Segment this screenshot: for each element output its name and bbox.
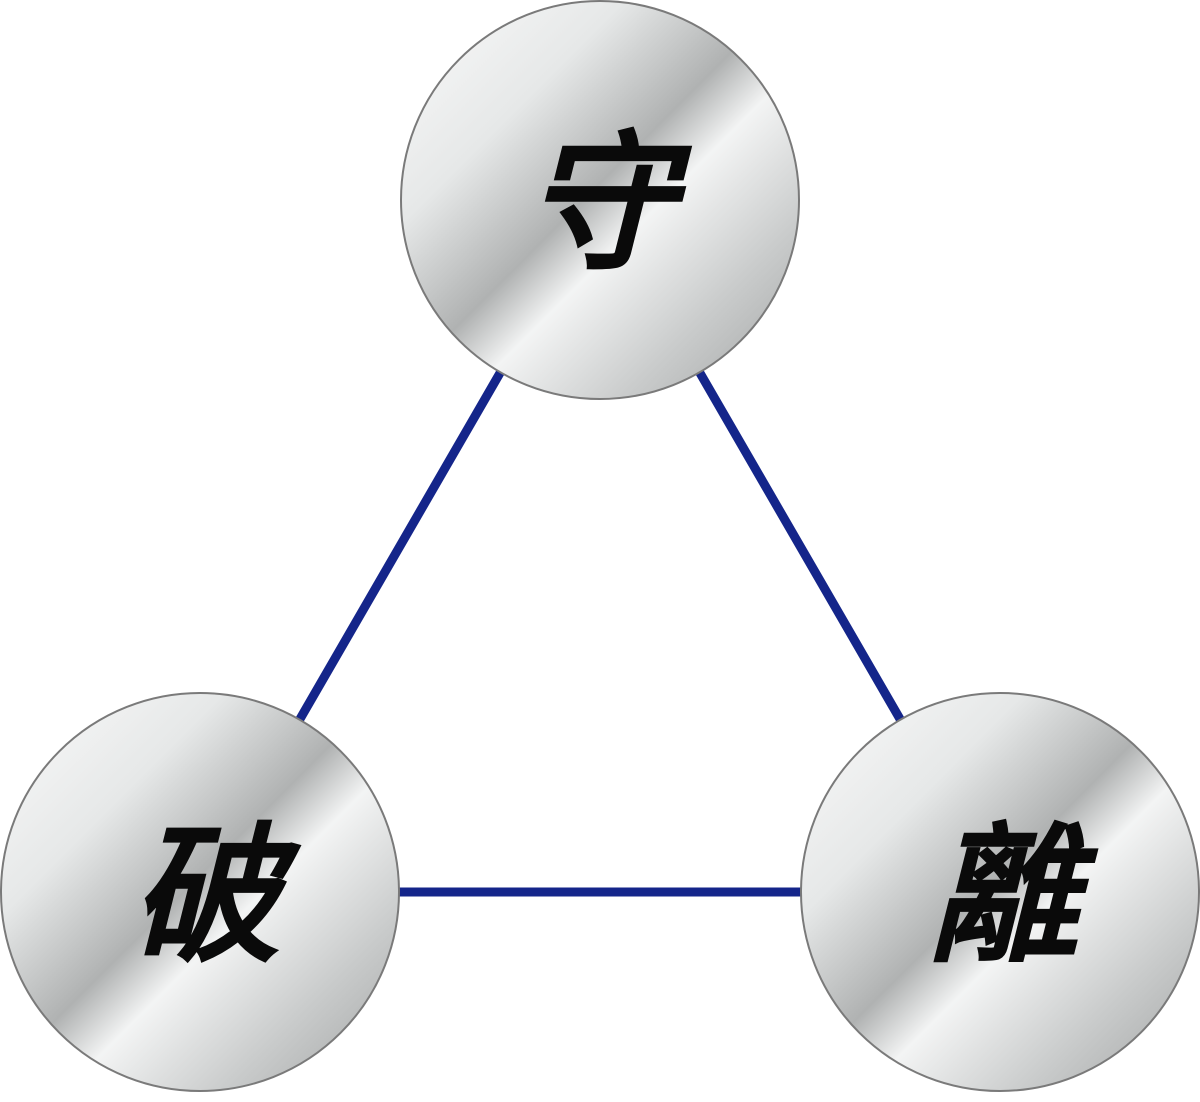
node-shu-sphere	[400, 0, 800, 400]
node-ha: 破	[0, 692, 400, 1092]
node-ha-label: 破	[131, 808, 302, 984]
node-shu: 守	[400, 0, 800, 400]
node-ri: 離	[800, 692, 1200, 1092]
node-ri-label: 離	[929, 808, 1099, 984]
node-shu-label: 守	[525, 116, 693, 292]
node-ha-sphere	[0, 692, 400, 1092]
node-ri-sphere	[800, 692, 1200, 1092]
